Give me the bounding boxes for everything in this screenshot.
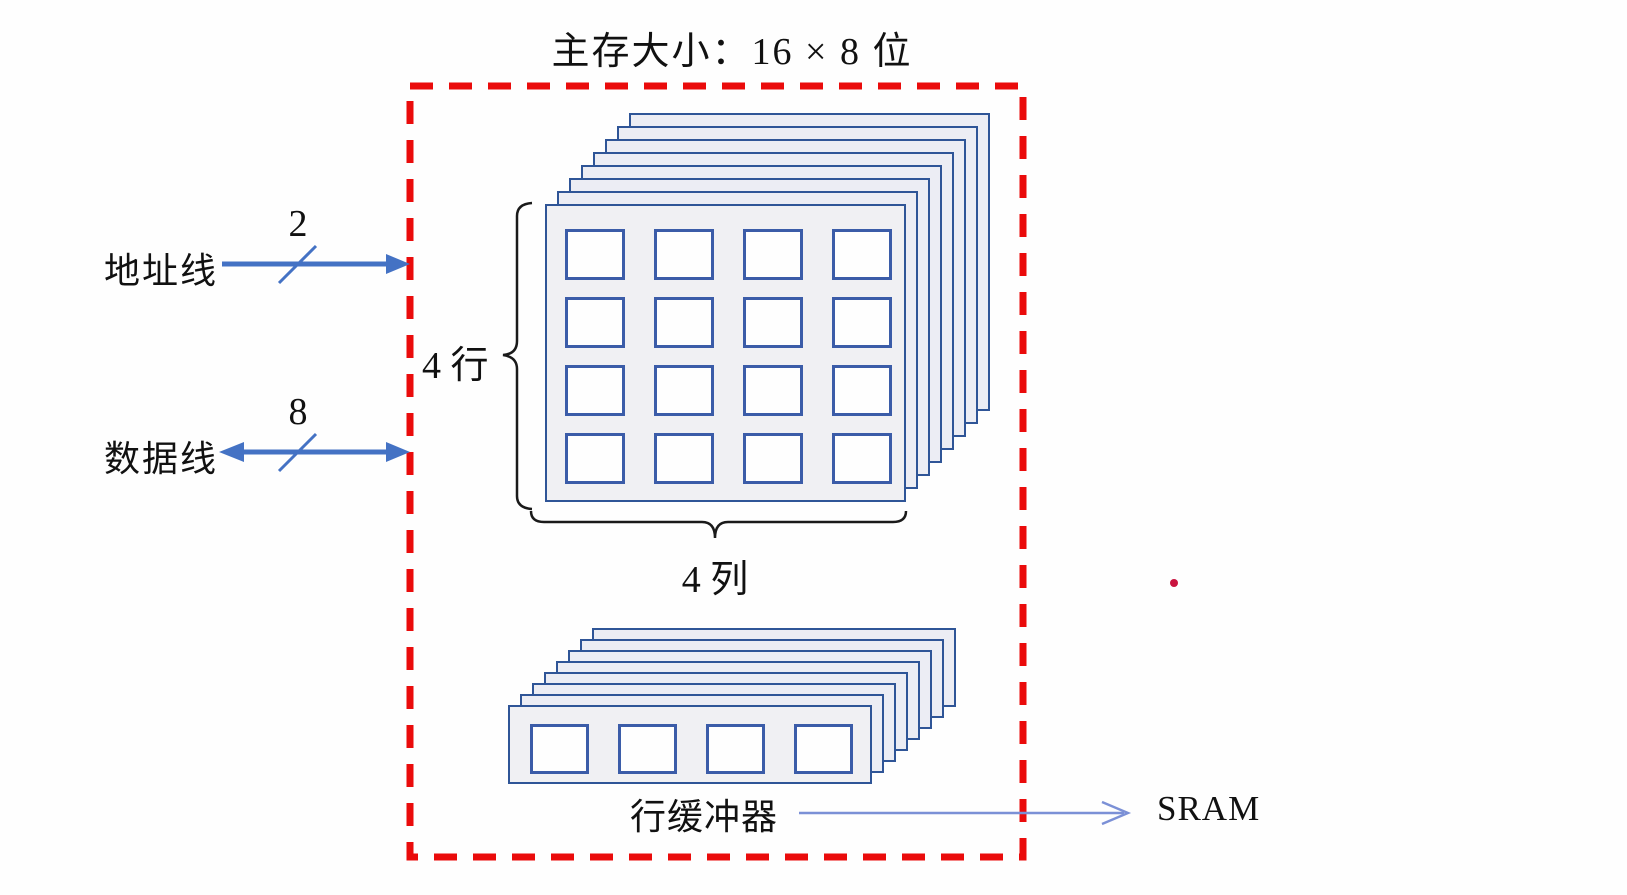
cols-brace bbox=[529, 510, 908, 539]
data-bus-width: 8 bbox=[288, 391, 308, 433]
dram-boundary-dashed-box bbox=[406, 82, 1027, 861]
memory-cell bbox=[654, 297, 714, 348]
memory-cell bbox=[654, 365, 714, 416]
diagram-title: 主存大小：16 × 8 位 bbox=[551, 31, 913, 73]
sram-label: SRAM bbox=[1157, 789, 1261, 828]
data-bus-arrow bbox=[219, 432, 410, 473]
rows-count-label: 4 行 bbox=[422, 345, 489, 387]
row-buffer-stack bbox=[508, 628, 956, 784]
memory-array-front-sheet bbox=[545, 204, 906, 502]
memory-cell bbox=[832, 365, 892, 416]
red-annotation-dot bbox=[1170, 579, 1178, 587]
cols-count-label: 4 列 bbox=[681, 559, 749, 601]
memory-cell bbox=[654, 433, 714, 484]
memory-cell bbox=[565, 433, 625, 484]
address-bus-width: 2 bbox=[288, 203, 308, 245]
row-buffer-front-sheet bbox=[508, 705, 872, 784]
address-bus-arrow bbox=[222, 244, 410, 285]
memory-cell bbox=[565, 229, 625, 280]
memory-cell bbox=[743, 365, 803, 416]
row-buffer-cells bbox=[530, 724, 853, 774]
bus-width-slash bbox=[277, 432, 318, 473]
row-buffer-cell bbox=[706, 724, 765, 774]
memory-cell bbox=[654, 229, 714, 280]
memory-array-stack bbox=[545, 113, 990, 502]
bus-width-slash bbox=[277, 244, 318, 285]
memory-cell bbox=[743, 297, 803, 348]
row-buffer-cell bbox=[618, 724, 677, 774]
rows-brace bbox=[502, 201, 533, 511]
memory-cell bbox=[832, 433, 892, 484]
sram-arrow bbox=[799, 800, 1132, 826]
data-lines-label: 数据线 bbox=[104, 439, 219, 479]
row-buffer-cell bbox=[794, 724, 853, 774]
address-lines-label: 地址线 bbox=[104, 251, 219, 291]
memory-cell bbox=[743, 229, 803, 280]
memory-cell bbox=[832, 229, 892, 280]
memory-cell bbox=[743, 433, 803, 484]
row-buffer-label: 行缓冲器 bbox=[630, 797, 779, 837]
memory-array-grid bbox=[565, 229, 892, 484]
row-buffer-cell bbox=[530, 724, 589, 774]
memory-cell bbox=[565, 297, 625, 348]
memory-cell bbox=[832, 297, 892, 348]
memory-cell bbox=[565, 365, 625, 416]
